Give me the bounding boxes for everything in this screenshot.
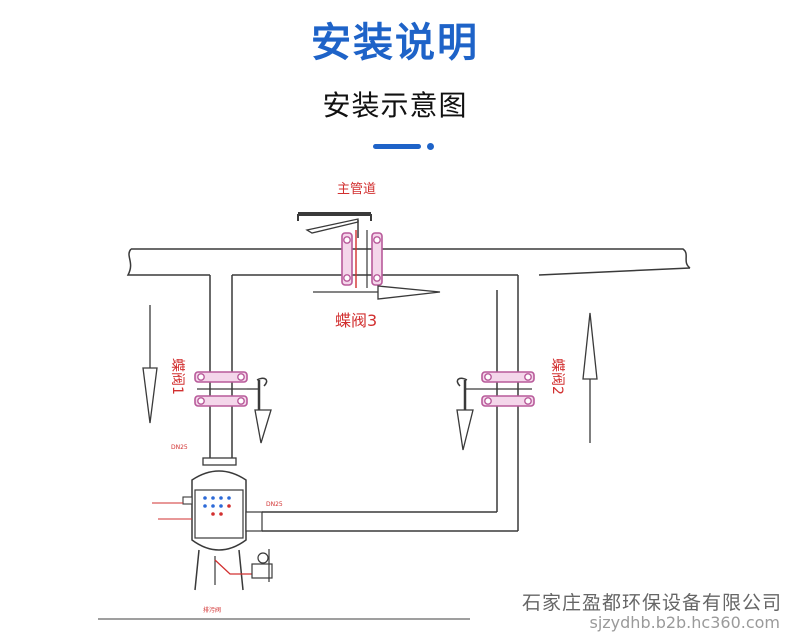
label-dn25-top: DN25	[171, 444, 188, 451]
right-branch-pipe	[262, 275, 519, 532]
filter-vessel	[182, 457, 273, 591]
valve-1	[194, 371, 272, 444]
left-branch-pipe	[209, 275, 233, 460]
label-drain: 排污阀	[203, 606, 221, 614]
label-main-pipe: 主管道	[337, 182, 376, 197]
valve-2	[456, 371, 535, 451]
website-url: sjzydhb.b2b.hc360.com	[589, 613, 781, 632]
title-accent-bar	[373, 144, 421, 149]
flow-arrow-down	[142, 305, 158, 424]
valve-3	[297, 212, 383, 288]
page-title: 安装说明	[311, 20, 479, 66]
main-pipe	[126, 248, 691, 276]
label-dn25-side: DN25	[266, 501, 283, 508]
label-valve-3: 蝶阀3	[335, 311, 377, 330]
label-valve-2: 蝶阀2	[549, 358, 565, 395]
vessel-callouts	[152, 502, 192, 520]
label-valve-1: 蝶阀1	[169, 358, 185, 395]
flow-arrow-up	[582, 312, 598, 443]
page-subtitle: 安装示意图	[322, 89, 468, 122]
flow-arrow-main	[313, 285, 441, 300]
title-accent-dot	[427, 143, 434, 150]
company-name: 石家庄盈都环保设备有限公司	[521, 592, 782, 614]
